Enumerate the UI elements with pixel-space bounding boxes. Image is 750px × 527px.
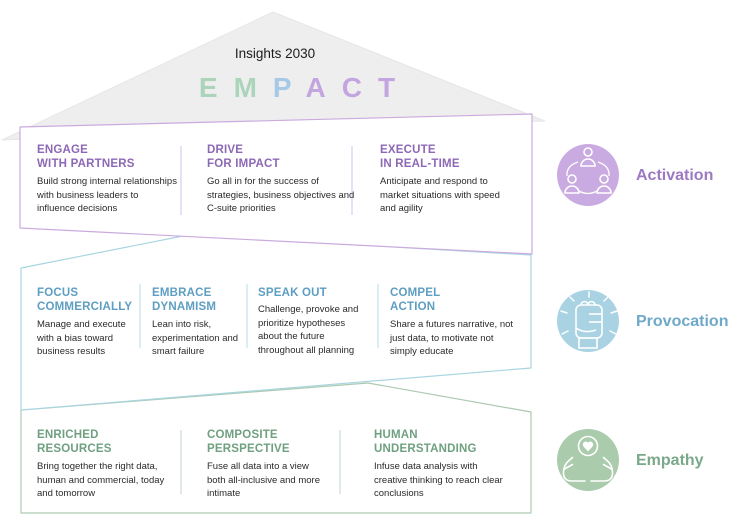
column-body: Infuse data analysis with creative think… [374,461,503,499]
empathy-box-outline [20,382,532,514]
column-heading-focus-commercially: FOCUS COMMERCIALLY [37,287,133,313]
brand-empact: EMPACT [150,72,460,104]
activation-column-dividers [180,146,353,215]
column-body: Anticipate and respond to market situati… [380,176,500,214]
column-heading-execute-in-real-time: EXECUTE IN REAL-TIME [380,144,460,170]
provocation-column-dividers [139,284,379,348]
column-heading-compel-action: COMPEL ACTION [390,287,441,313]
brand-letter: P [272,72,306,103]
column-body: Fuse all data into a view both all-inclu… [207,461,321,499]
brand-letter: E [198,72,234,103]
brand-letter: T [377,72,412,103]
column-body: Lean into risk, experimentation and smar… [152,319,239,357]
empathy-column-dividers [180,430,341,494]
brand-letter: C [341,72,378,103]
column-heading-drive-for-impact: DRIVE FOR IMPACT [207,144,280,170]
column-body: Share a futures narrative, not just data… [390,319,514,357]
column-heading-embrace-dynamism: EMBRACE DYNAMISM [152,287,217,313]
column-body: Bring together the right data, human and… [37,461,165,499]
column-heading-engage-with-partners: ENGAGE WITH PARTNERS [37,144,135,170]
people-network-icon [557,144,619,206]
column-heading-composite-perspective: COMPOSITE PERSPECTIVE [207,429,290,455]
brand-letter: A [305,72,342,103]
activation-box-outline [19,113,533,255]
section-label-empathy: Empathy [636,452,704,469]
brand-letter: M [233,72,273,103]
column-body: Manage and execute with a bias toward bu… [37,319,126,357]
roof-title: Insights 2030 [234,46,316,61]
section-label-activation: Activation [636,167,714,184]
hands-holding-heart-icon [557,429,619,491]
column-body: Challenge, provoke and prioritize hypoth… [258,304,359,356]
column-heading-human-understanding: HUMAN UNDERSTANDING [374,429,477,455]
section-label-provocation: Provocation [636,313,729,330]
raised-fist-icon [557,290,619,352]
column-body: Build strong internal relationships with… [37,176,177,214]
column-heading-enriched-resources: ENRICHED RESOURCES [37,429,112,455]
column-heading-speak-out: SPEAK OUT [258,287,327,299]
provocation-box-outline [20,234,532,411]
column-body: Go all in for the success of strategies,… [207,176,355,214]
